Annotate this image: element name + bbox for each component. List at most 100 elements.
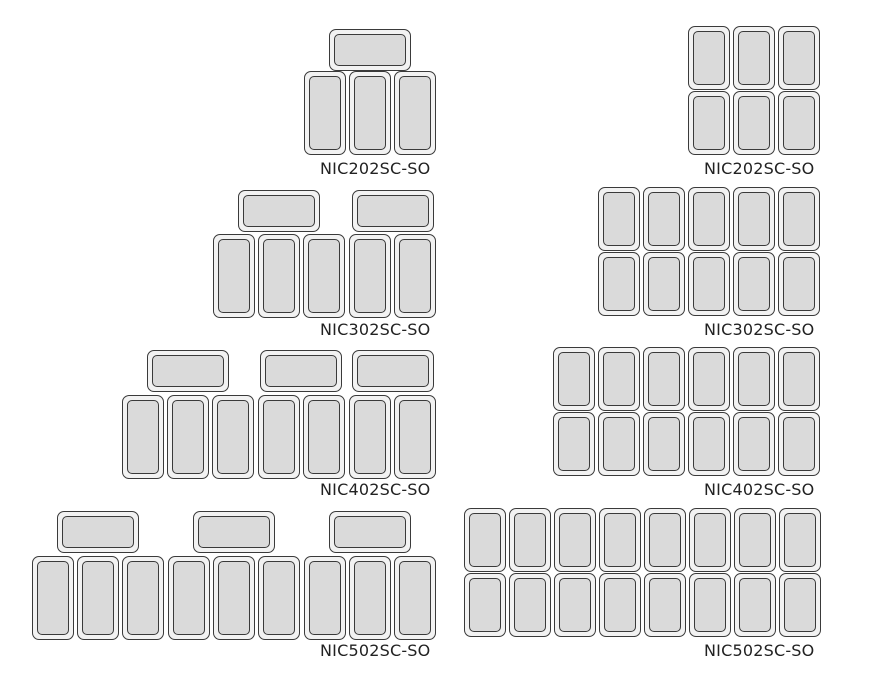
pan-inner-well <box>357 355 429 387</box>
grid-pan <box>509 508 551 572</box>
pan-inner-well <box>648 257 680 311</box>
vertical-pan <box>77 556 119 640</box>
pan-inner-well <box>218 561 250 635</box>
vertical-pan <box>304 556 346 640</box>
pan-inner-well <box>354 400 386 474</box>
vertical-pan <box>394 234 436 318</box>
grid-pan <box>689 573 731 637</box>
pan-inner-well <box>399 561 431 635</box>
pan-inner-well <box>265 355 337 387</box>
grid-pan <box>688 252 730 316</box>
vertical-pan <box>167 395 209 479</box>
pan-inner-well <box>354 239 386 313</box>
pan-inner-well <box>469 578 501 632</box>
pan-inner-well <box>399 239 431 313</box>
grid-pan <box>599 573 641 637</box>
pan-inner-well <box>603 352 635 406</box>
pan-inner-well <box>309 561 341 635</box>
pan-inner-well <box>738 96 770 150</box>
pan-inner-well <box>514 513 546 567</box>
pan-inner-well <box>648 417 680 471</box>
grid-pan <box>644 508 686 572</box>
pan-inner-well <box>784 578 816 632</box>
pan-inner-well <box>127 400 159 474</box>
pan-inner-well <box>514 578 546 632</box>
pan-inner-well <box>783 257 815 311</box>
grid-pan <box>643 412 685 476</box>
pan-inner-well <box>738 192 770 246</box>
config-label-left-nic202: NIC202SC-SO <box>320 159 431 178</box>
pan-inner-well <box>738 31 770 85</box>
vertical-pan <box>213 556 255 640</box>
vertical-pan <box>303 234 345 318</box>
pan-inner-well <box>648 192 680 246</box>
pan-inner-well <box>738 417 770 471</box>
vertical-pan <box>258 556 300 640</box>
pan-inner-well <box>173 561 205 635</box>
pan-inner-well <box>308 239 340 313</box>
vertical-pan <box>213 234 255 318</box>
pan-inner-well <box>82 561 114 635</box>
pan-inner-well <box>693 192 725 246</box>
horizontal-pan <box>352 350 434 392</box>
pan-inner-well <box>217 400 249 474</box>
config-label-right-nic202: NIC202SC-SO <box>704 159 815 178</box>
pan-inner-well <box>354 561 386 635</box>
grid-pan <box>598 347 640 411</box>
pan-inner-well <box>603 257 635 311</box>
vertical-pan <box>168 556 210 640</box>
grid-pan <box>733 26 775 90</box>
pan-inner-well <box>739 513 771 567</box>
grid-pan <box>509 573 551 637</box>
pan-inner-well <box>694 578 726 632</box>
pan-inner-well <box>218 239 250 313</box>
grid-pan <box>599 508 641 572</box>
grid-pan <box>778 187 820 251</box>
pan-inner-well <box>603 417 635 471</box>
vertical-pan <box>122 556 164 640</box>
pan-inner-well <box>399 400 431 474</box>
grid-pan <box>689 508 731 572</box>
pan-inner-well <box>693 352 725 406</box>
grid-pan <box>778 252 820 316</box>
pan-inner-well <box>784 513 816 567</box>
vertical-pan <box>258 234 300 318</box>
pan-inner-well <box>37 561 69 635</box>
grid-pan <box>643 347 685 411</box>
grid-pan <box>734 573 776 637</box>
pan-inner-well <box>693 257 725 311</box>
grid-pan <box>598 252 640 316</box>
config-label-left-nic502: NIC502SC-SO <box>320 641 431 660</box>
grid-pan <box>553 347 595 411</box>
pan-inner-well <box>648 352 680 406</box>
grid-pan <box>688 91 730 155</box>
pan-inner-well <box>263 239 295 313</box>
horizontal-pan <box>352 190 434 232</box>
vertical-pan <box>349 234 391 318</box>
pan-inner-well <box>354 76 386 150</box>
pan-inner-well <box>558 417 590 471</box>
grid-pan <box>643 252 685 316</box>
config-label-right-nic502: NIC502SC-SO <box>704 641 815 660</box>
grid-pan <box>778 91 820 155</box>
grid-pan <box>554 573 596 637</box>
vertical-pan <box>212 395 254 479</box>
vertical-pan <box>394 556 436 640</box>
pan-inner-well <box>693 31 725 85</box>
pan-inner-well <box>172 400 204 474</box>
grid-pan <box>778 412 820 476</box>
grid-pan <box>734 508 776 572</box>
horizontal-pan <box>57 511 139 553</box>
grid-pan <box>598 187 640 251</box>
grid-pan <box>688 412 730 476</box>
grid-pan <box>778 26 820 90</box>
grid-pan <box>598 412 640 476</box>
grid-pan <box>688 26 730 90</box>
pan-inner-well <box>783 96 815 150</box>
pan-inner-well <box>783 31 815 85</box>
vertical-pan <box>303 395 345 479</box>
config-label-left-nic302: NIC302SC-SO <box>320 320 431 339</box>
pan-inner-well <box>558 352 590 406</box>
vertical-pan <box>394 71 436 155</box>
pan-inner-well <box>152 355 224 387</box>
